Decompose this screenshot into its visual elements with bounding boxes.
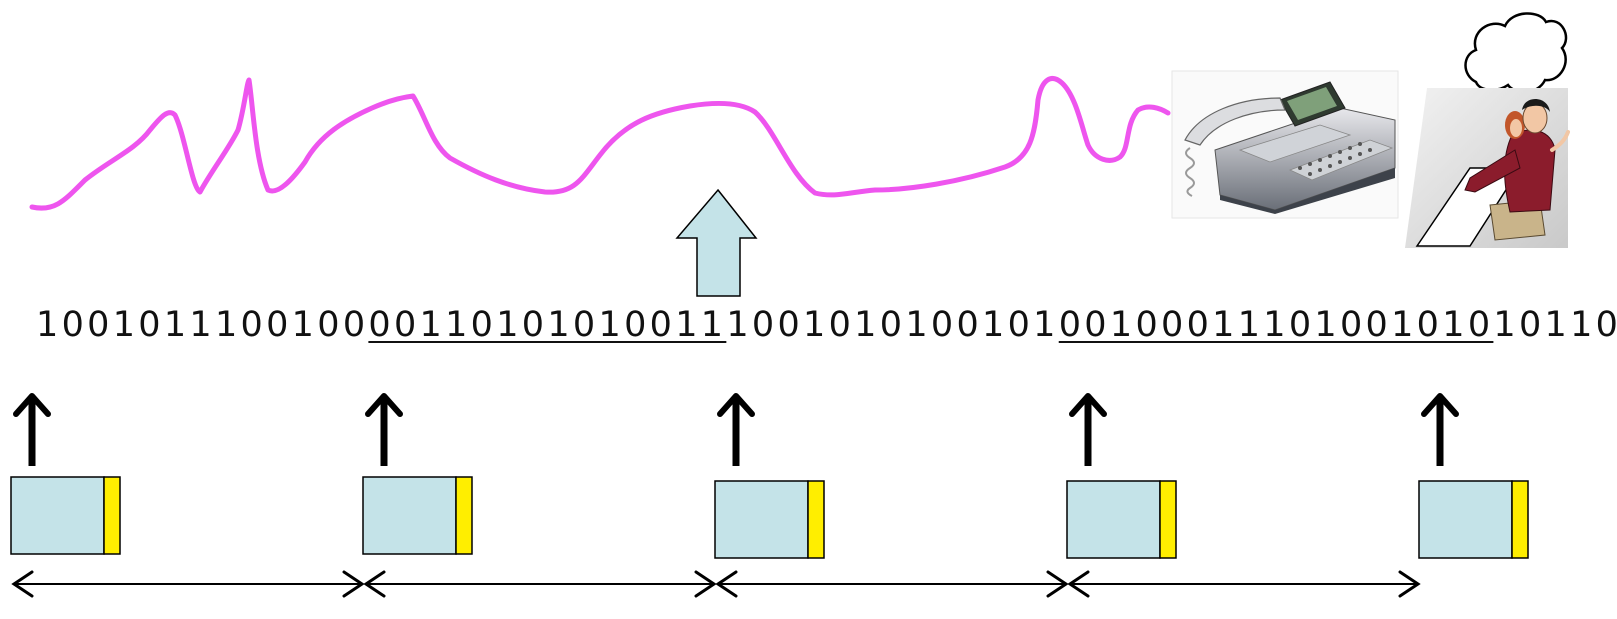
packet-trailer [807,480,825,559]
packet [714,480,825,559]
packet-trailer [1511,480,1529,559]
interval-double-arrow [1067,570,1421,598]
analog-waveform [29,76,1171,211]
packet-trailer [103,476,121,555]
packets-group [10,476,1529,559]
packet-body [1066,480,1161,559]
packet [1418,480,1529,559]
bitstream-idle-segment: 1001010100101 [726,305,1059,345]
interval-double-arrow [11,570,365,598]
sync-arrows-group [13,393,1459,466]
interval-double-arrow [363,570,717,598]
sync-up-arrow [365,393,403,466]
sync-up-arrow [13,393,51,466]
packet-trailer [1159,480,1177,559]
person-at-desk-thinking-icon [1405,12,1570,248]
sync-up-arrow [717,393,755,466]
bitstream-idle-segment: 10110 [1493,305,1617,345]
interval-double-arrow [715,570,1069,598]
packet-body [714,480,809,559]
packet-body [1418,480,1513,559]
packet-body [362,476,457,555]
packet-trailer [455,476,473,555]
sync-up-arrow [1069,393,1107,466]
desk-telephone-icon [1171,70,1399,219]
bitstream-frame-segment: 00100011101001010 [1058,305,1494,345]
packet [362,476,473,555]
sync-up-arrow [1421,393,1459,466]
packet [1066,480,1177,559]
hollow-up-arrow [675,188,758,297]
bitstream-idle-segment: 1001011100100 [36,305,369,345]
interval-arrows-group [11,570,1421,598]
bitstream-frame-segment: 00110101010011 [368,305,727,345]
bitstream-text: 1001011100100001101010100111001010100101… [36,305,1617,345]
packet-body [10,476,105,555]
packet [10,476,121,555]
